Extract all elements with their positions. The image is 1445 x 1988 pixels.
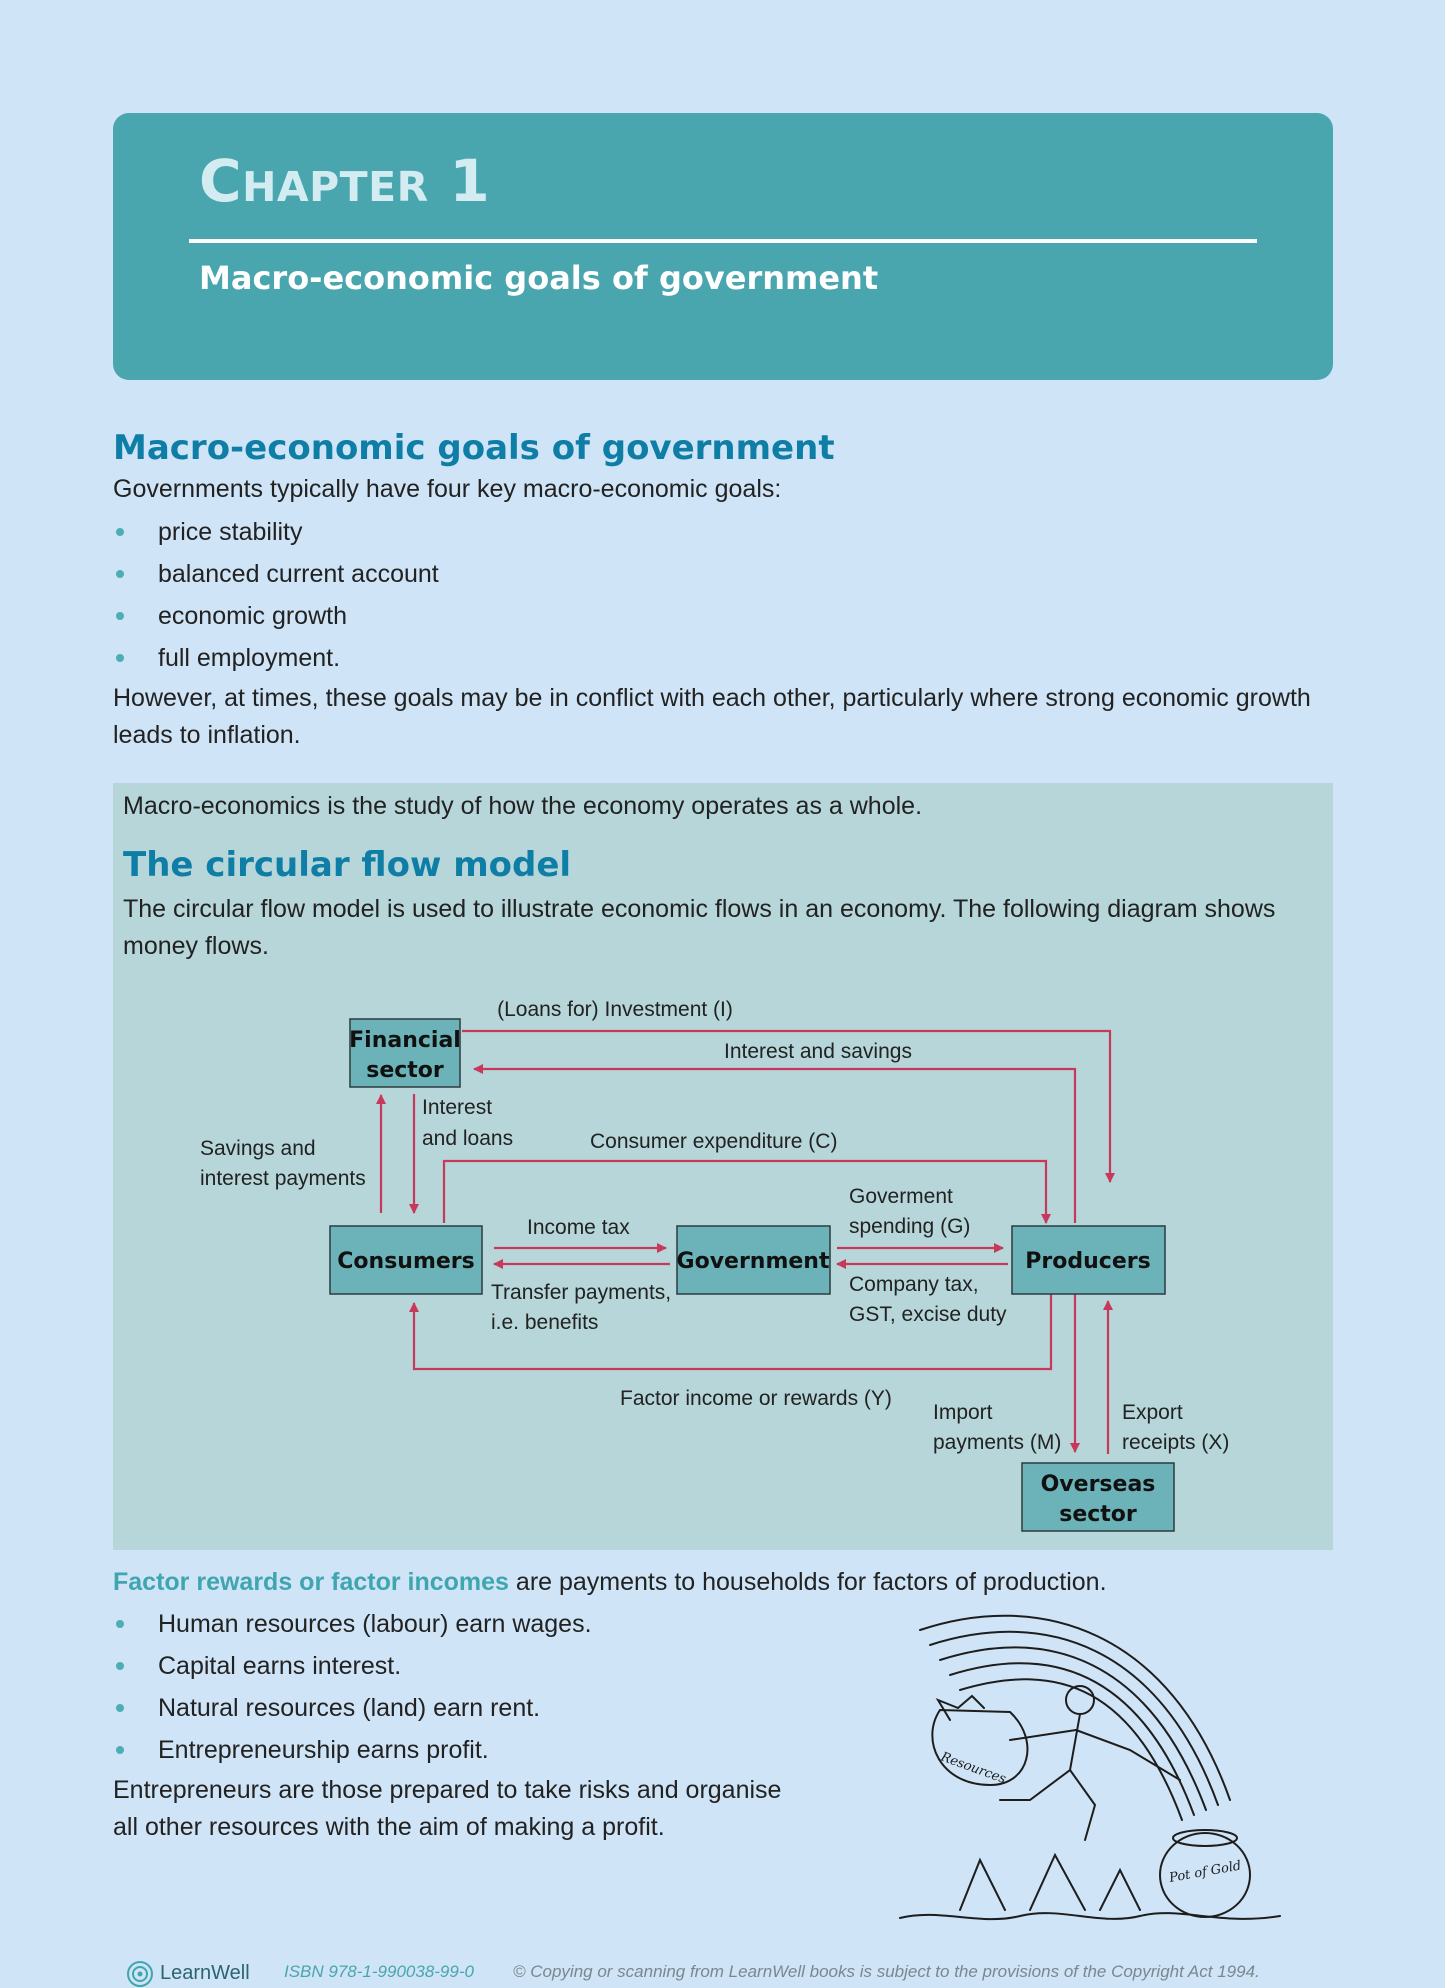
- list-item: full employment.: [113, 637, 439, 679]
- investment-arrow: [462, 1029, 1115, 1183]
- producers-box: [1011, 1225, 1166, 1295]
- factor-income-label: Factor income or rewards (Y): [620, 1387, 892, 1410]
- list-item: Entrepreneurship earns profit.: [113, 1729, 592, 1771]
- government-label: Government: [677, 1249, 830, 1274]
- interest-loans-label-2: and loans: [422, 1127, 513, 1150]
- resources-bag-icon: [931, 1708, 1029, 1787]
- interest-loans-label-1: Interest: [422, 1096, 492, 1119]
- circular-flow-panel: Macro-economics is the study of how the …: [113, 783, 1333, 1550]
- government-box: [676, 1225, 831, 1295]
- savings-label-2: interest payments: [200, 1167, 366, 1190]
- chapter-title: Chapter 1: [199, 147, 491, 215]
- chapter-subtitle: Macro-economic goals of government: [199, 259, 879, 297]
- transfer-label-1: Transfer payments,: [491, 1281, 671, 1304]
- investment-label: (Loans for) Investment (I): [497, 998, 733, 1021]
- entrepreneurs-text-2: all other resources with the aim of maki…: [113, 1813, 665, 1841]
- chapter-banner: Chapter 1 Macro-economic goals of govern…: [113, 113, 1333, 380]
- bag-label: Resources: [938, 1749, 1008, 1787]
- overseas-label-2: sector: [1059, 1502, 1137, 1527]
- interest-savings-arrow: [473, 1064, 1077, 1223]
- import-label-2: payments (M): [933, 1431, 1061, 1454]
- list-item: Natural resources (land) earn rent.: [113, 1687, 592, 1729]
- learnwell-logo-icon: [127, 1961, 153, 1987]
- pot-of-gold-cartoon: Resources Pot of Gold: [899, 1614, 1281, 1921]
- company-tax-label-2: GST, excise duty: [849, 1303, 1007, 1326]
- factor-income-arrow: [409, 1293, 1053, 1371]
- financial-label-1: Financial: [349, 1028, 461, 1053]
- interest-savings-label: Interest and savings: [724, 1040, 912, 1063]
- factor-rewards-intro: Factor rewards or factor incomes are pay…: [113, 1564, 1107, 1601]
- goals-intro: Governments typically have four key macr…: [113, 475, 782, 503]
- gov-spending-label-1: Goverment: [849, 1185, 953, 1208]
- company-tax-label-1: Company tax,: [849, 1273, 979, 1296]
- rainbow-arc-icon: [919, 1614, 1231, 1801]
- consumer-expenditure-arrow: [442, 1159, 1051, 1224]
- consumer-expenditure-label: Consumer expenditure (C): [590, 1130, 837, 1153]
- goals-conclusion: However, at times, these goals may be in…: [113, 684, 1311, 749]
- shark-fin-icon: [959, 1857, 1006, 1911]
- list-item: Capital earns interest.: [113, 1645, 592, 1687]
- gov-spending-label-2: spending (G): [849, 1215, 970, 1238]
- footer-copyright: © Copying or scanning from LearnWell boo…: [513, 1962, 1260, 1981]
- chapter-divider: [189, 239, 1257, 243]
- goals-heading: Macro-economic goals of government: [113, 428, 835, 468]
- transfer-label-2: i.e. benefits: [491, 1311, 598, 1334]
- factor-rewards-definition: are payments to households for factors o…: [508, 1568, 1107, 1596]
- export-label-2: receipts (X): [1122, 1431, 1229, 1454]
- list-item: price stability: [113, 511, 439, 553]
- circular-flow-intro: The circular flow model is used to illus…: [123, 895, 1276, 960]
- overseas-label-1: Overseas: [1041, 1472, 1156, 1497]
- producers-label: Producers: [1025, 1249, 1150, 1274]
- circular-flow-heading: The circular flow model: [123, 845, 572, 885]
- overseas-sector-box: [1021, 1462, 1175, 1532]
- financial-label-2: sector: [366, 1058, 444, 1083]
- savings-label-1: Savings and: [200, 1137, 316, 1160]
- entrepreneurs-text-1: Entrepreneurs are those prepared to take…: [113, 1776, 782, 1804]
- income-tax-label: Income tax: [527, 1216, 630, 1239]
- export-label-1: Export: [1122, 1401, 1183, 1424]
- list-item: Human resources (labour) earn wages.: [113, 1603, 592, 1645]
- circular-flow-diagram: Financial sector Consumers Government Pr…: [200, 998, 1229, 1532]
- consumers-label: Consumers: [337, 1249, 474, 1274]
- consumers-box: [329, 1225, 483, 1295]
- list-item: balanced current account: [113, 553, 439, 595]
- goals-list: price stability balanced current account…: [113, 511, 439, 679]
- macro-definition: Macro-economics is the study of how the …: [123, 792, 923, 820]
- factor-rewards-list: Human resources (labour) earn wages. Cap…: [113, 1603, 592, 1771]
- factor-rewards-term: Factor rewards or factor incomes: [113, 1568, 509, 1596]
- list-item: economic growth: [113, 595, 439, 637]
- import-label-1: Import: [933, 1401, 993, 1424]
- footer-brand: LearnWell: [160, 1962, 250, 1984]
- pot-label: Pot of Gold: [1167, 1859, 1242, 1887]
- financial-sector-box: [349, 1018, 461, 1088]
- footer-isbn: ISBN 978-1-990038-99-0: [284, 1962, 474, 1981]
